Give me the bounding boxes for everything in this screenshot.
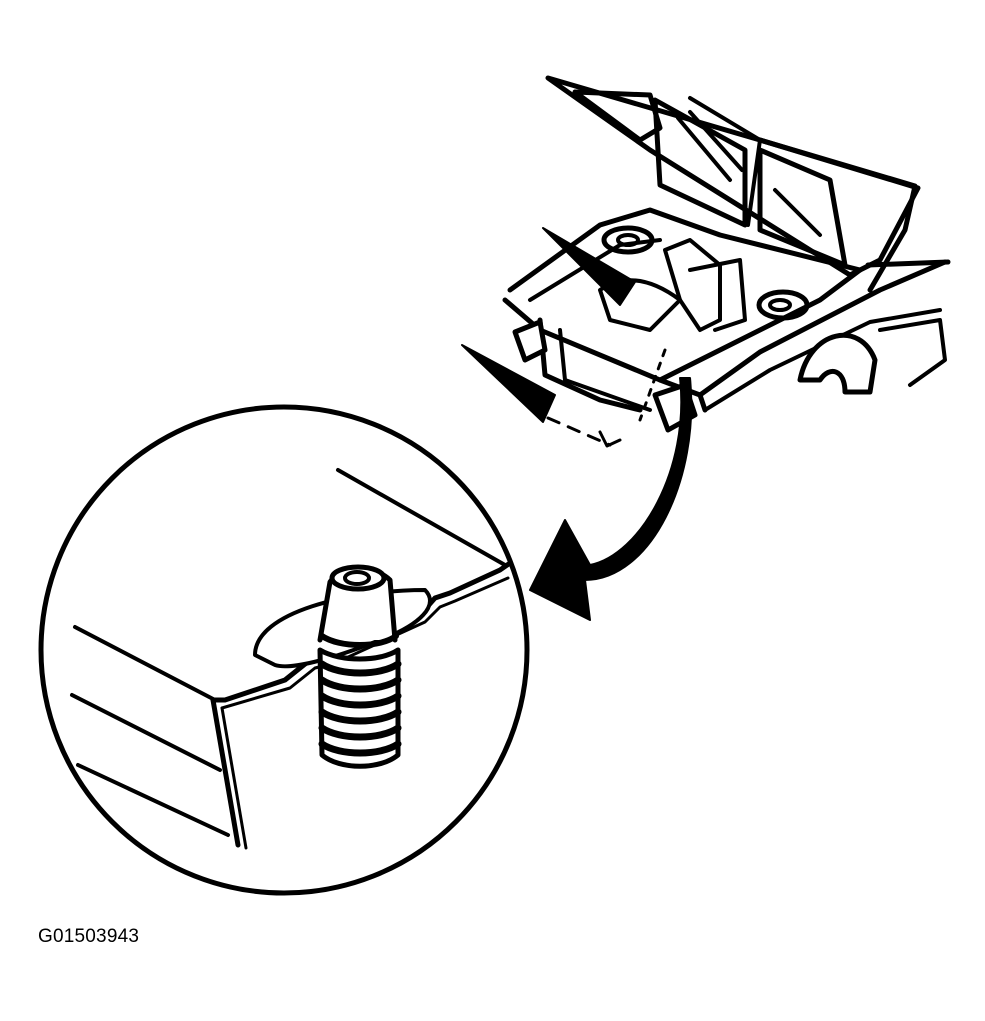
figure-id-label: G01503943 bbox=[38, 926, 140, 947]
leader-dashed-line bbox=[546, 416, 612, 447]
detail-circle bbox=[38, 404, 530, 896]
callout-arrow bbox=[529, 377, 693, 621]
arrow-lower bbox=[461, 344, 556, 423]
pointer-arrows bbox=[461, 227, 636, 423]
arrow-upper bbox=[542, 227, 636, 306]
rubber-stud-icon bbox=[317, 564, 402, 769]
